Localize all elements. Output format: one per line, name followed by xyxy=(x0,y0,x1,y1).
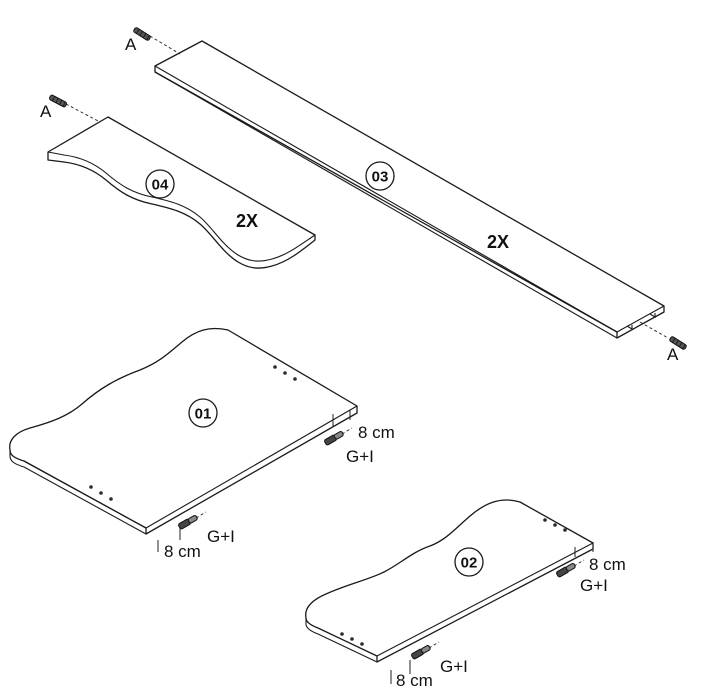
part-03-quantity: 2X xyxy=(487,232,509,252)
part-02-bottom-offset: 8 cm xyxy=(396,671,433,690)
part-01-number: 01 xyxy=(195,406,212,423)
part-01-bottom-connector-label: G+I xyxy=(207,527,235,546)
cam-connector-icon xyxy=(177,513,199,531)
part-01-board xyxy=(9,327,358,535)
part-02-right-connector-label: G+I xyxy=(580,576,608,595)
part-01-badge xyxy=(188,398,218,428)
part-02-badge xyxy=(454,547,484,577)
part-04-board xyxy=(47,116,316,269)
part-03-long-shelf: 03 2X A A xyxy=(125,26,688,364)
pin-a-icon xyxy=(48,93,68,109)
pin-a-label-left: A xyxy=(40,102,52,121)
cam-connector-icon xyxy=(410,643,432,661)
part-01-right-connector-label: G+I xyxy=(346,447,374,466)
pin-a-label-bottom-right: A xyxy=(667,345,679,364)
part-03-board xyxy=(154,40,665,339)
part-03-number: 03 xyxy=(372,169,389,186)
pin-a-label-top-right: A xyxy=(125,35,137,54)
part-02-number: 02 xyxy=(461,555,478,572)
part-01-large-panel: 01 8 cm G+I G+I 8 cm xyxy=(9,327,395,561)
part-02-board xyxy=(305,499,594,663)
part-02-right-offset: 8 cm xyxy=(589,555,626,574)
part-04-badge xyxy=(145,169,175,199)
part-01-right-offset: 8 cm xyxy=(358,423,395,442)
part-04-quantity: 2X xyxy=(236,211,258,231)
part-04-short-shelf: 04 2X A xyxy=(40,93,316,269)
part-01-bottom-offset: 8 cm xyxy=(164,542,201,561)
part-02-medium-panel: 02 8 cm G+I G+I 8 cm xyxy=(305,499,626,690)
cam-connector-icon xyxy=(323,429,345,447)
part-03-badge xyxy=(365,161,395,191)
part-02-bottom-connector-label: G+I xyxy=(440,657,468,676)
part-04-number: 04 xyxy=(152,177,169,194)
